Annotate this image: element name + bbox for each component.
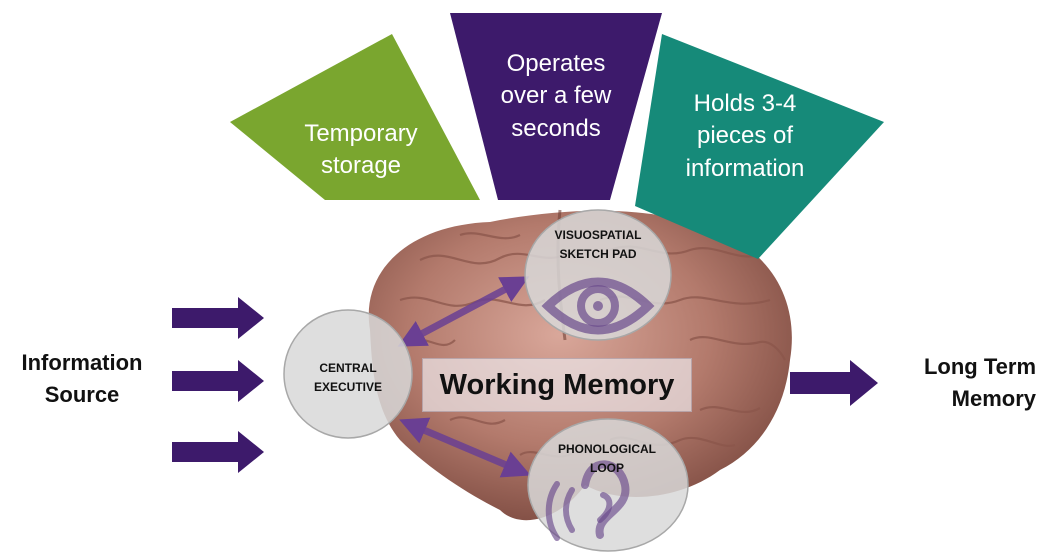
- trapezoid-purple-line-1: Operates: [506, 50, 606, 77]
- double-arrow-upper: [397, 276, 530, 347]
- long-term-line-2: Memory: [951, 385, 1036, 411]
- working-memory-label: Working Memory: [422, 358, 692, 412]
- trapezoid-teal-line-1: Holds 3-4: [693, 90, 797, 117]
- trapezoid-label-purple: Operates over a few seconds: [476, 48, 636, 145]
- information-source-label: Information Source: [0, 347, 164, 411]
- trapezoid-label-green: Temporary storage: [286, 118, 436, 183]
- input-arrow-middle: [172, 360, 264, 402]
- trapezoid-green: [230, 34, 480, 200]
- phonological-label: PHONOLOGICAL LOOP: [540, 440, 674, 477]
- long-term-memory-label: Long Term Memory: [886, 351, 1036, 415]
- central-executive-line-1: CENTRAL: [319, 361, 377, 375]
- input-arrow-top: [172, 297, 264, 339]
- input-arrows: [172, 297, 264, 473]
- central-executive-line-2: EXECUTIVE: [313, 379, 382, 394]
- ear-icon: [545, 460, 630, 541]
- visuospatial-line-2: SKETCH PAD: [559, 246, 637, 261]
- phonological-line-2: LOOP: [589, 460, 624, 475]
- eye-icon: [541, 277, 655, 335]
- trapezoid-purple-line-3: seconds: [511, 114, 601, 142]
- trapezoid-green-line-2: storage: [320, 152, 402, 180]
- long-term-line-1: Long Term: [923, 354, 1036, 379]
- info-source-line-1: Information: [21, 350, 143, 375]
- trapezoid-teal: [635, 34, 884, 259]
- trapezoid-teal-line-3: information: [685, 154, 805, 182]
- trapezoid-green-line-1: Temporary: [304, 120, 418, 147]
- trapezoid-purple-line-2: over a few: [500, 82, 612, 110]
- visuospatial-line-1: VISUOSPATIAL: [554, 228, 642, 242]
- trapezoid-teal-line-2: pieces of: [696, 122, 794, 150]
- phonological-line-1: PHONOLOGICAL: [558, 442, 656, 456]
- trapezoid-label-teal: Holds 3-4 pieces of information: [660, 88, 830, 185]
- double-arrow-lower: [399, 417, 531, 478]
- trapezoid-purple: [450, 13, 662, 200]
- visuospatial-label: VISUOSPATIAL SKETCH PAD: [535, 226, 661, 263]
- visuospatial-circle: [524, 209, 672, 341]
- central-executive-label: CENTRAL EXECUTIVE: [298, 359, 398, 396]
- output-arrow: [790, 360, 878, 406]
- info-source-line-2: Source: [44, 381, 120, 407]
- central-executive-circle: [283, 309, 413, 439]
- input-arrow-bottom: [172, 431, 264, 473]
